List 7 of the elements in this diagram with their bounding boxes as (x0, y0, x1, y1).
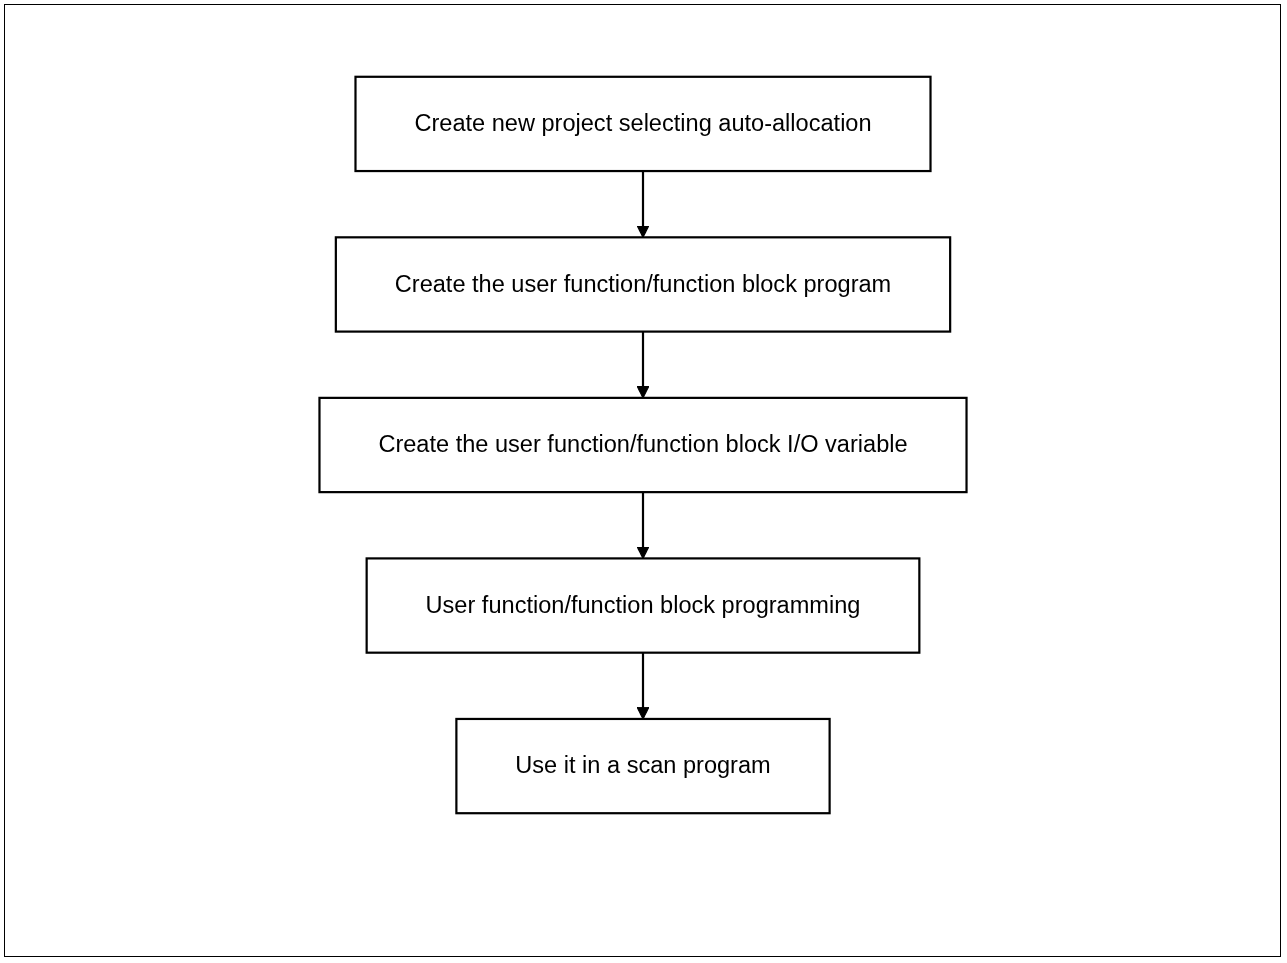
node-box: Create the user function/function block program (334, 236, 951, 333)
node-box: User function/function block programming (365, 557, 920, 654)
arrow (636, 492, 649, 559)
node-box: Create the user function/function block I/O variable (317, 396, 968, 494)
node-box: Use it in a scan program (454, 717, 831, 815)
arrow (636, 171, 649, 238)
node-box: Create new project selecting auto-allocation (353, 75, 932, 173)
